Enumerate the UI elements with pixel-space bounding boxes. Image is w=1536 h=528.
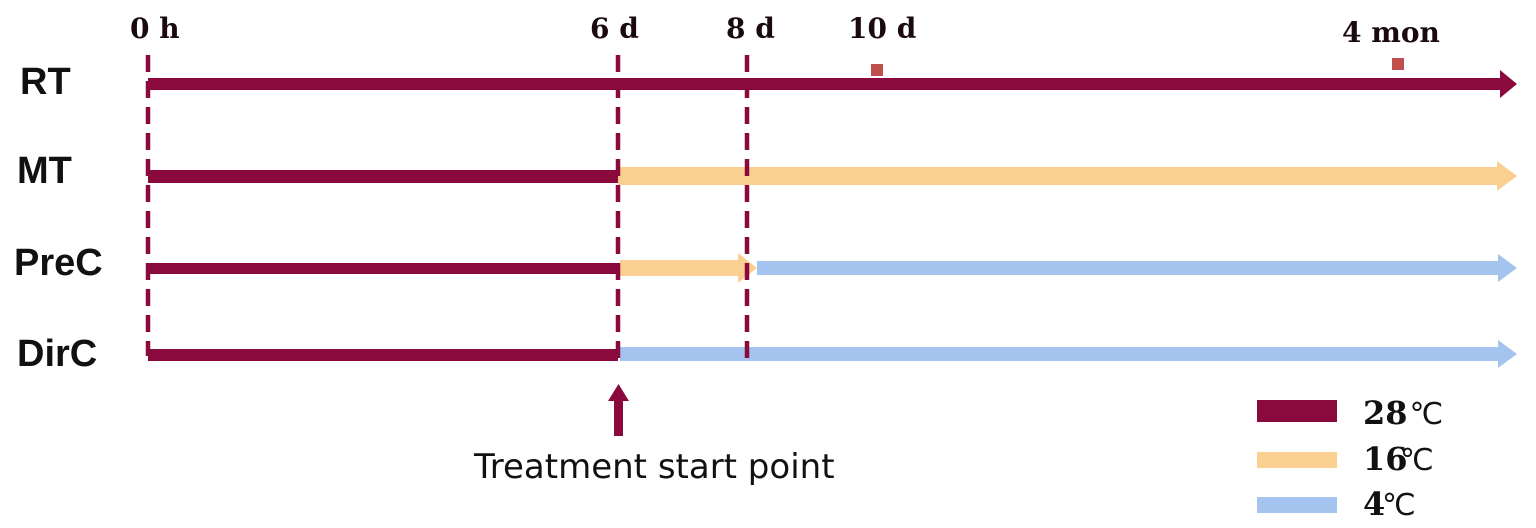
legend-swatch-16c [1257,452,1337,468]
timepoint-label-0h: 0 h [130,12,180,45]
legend-label-4c-unit: ℃ [1382,488,1416,523]
timepoint-label-8d: 8 d [726,12,775,45]
sampling-marker-4mon [1392,58,1404,70]
sampling-marker-10d [871,64,883,76]
rt-bar-28c [148,70,1517,98]
timepoint-label-6d: 6 d [590,12,639,45]
row-label-dirc: DirC [17,333,97,375]
dirc-bar-28c [148,349,618,361]
prec-bar-28c [148,263,618,274]
prec-bar-16c [620,253,757,283]
legend-swatch-4c [1257,497,1337,513]
treatment-arrow-head [608,384,629,401]
dirc-bar-4c [620,340,1517,368]
legend-label-16c-num: 16 [1363,440,1408,478]
mt-bar-28c [148,170,618,183]
treatment-arrow-shaft [614,398,623,436]
legend-label-28c-num: 28 [1363,394,1408,432]
timepoint-label-10d: 10 d [848,12,916,45]
row-label-mt: MT [17,150,72,192]
treatment-start-label: Treatment start point [473,447,835,487]
legend-label-16c-unit: ℃ [1400,443,1434,478]
row-label-prec: PreC [14,242,103,284]
mt-bar-16c [618,161,1517,191]
legend-label-28c-unit: ℃ [1400,397,1443,432]
row-label-rt: RT [20,61,71,103]
prec-bar-4c [757,254,1517,282]
legend: 28 ℃ 16 ℃ 4 ℃ [1257,394,1443,523]
legend-label-4c-num: 4 [1363,485,1385,523]
legend-swatch-28c [1257,400,1337,422]
timepoint-label-4mon: 4 mon [1342,16,1440,49]
